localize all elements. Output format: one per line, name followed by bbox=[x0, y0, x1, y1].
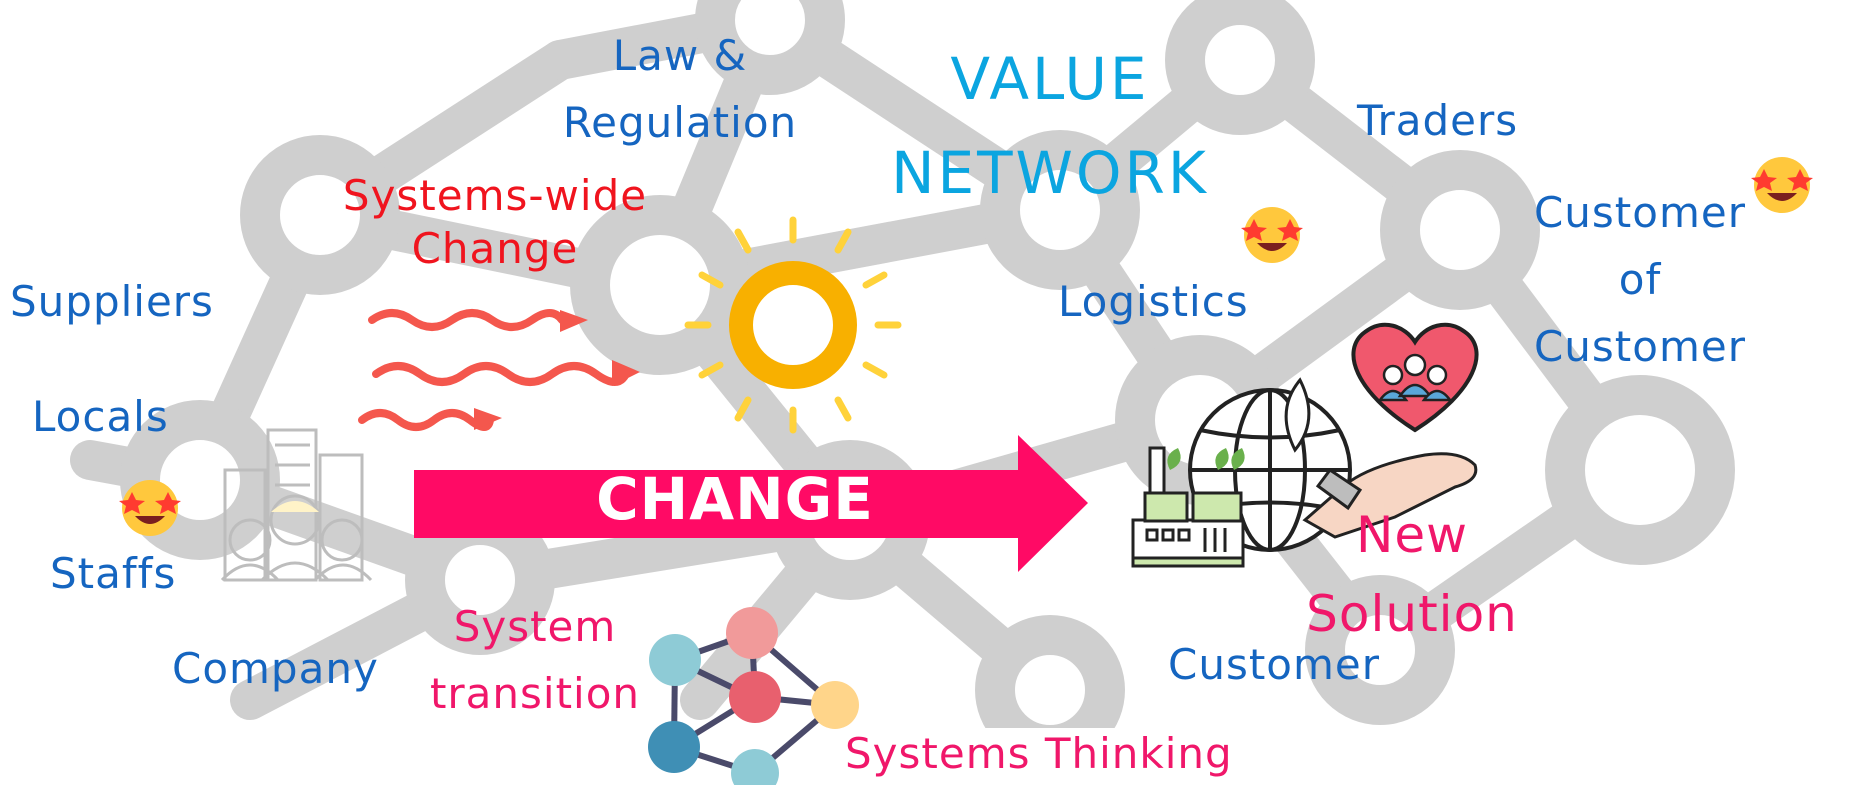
change-arrow-label: CHANGE bbox=[596, 465, 874, 533]
label-locals: Locals bbox=[32, 392, 169, 441]
title-network: NETWORK bbox=[891, 139, 1209, 207]
label-transition: transition bbox=[429, 669, 641, 718]
label-customer: Customer bbox=[1168, 640, 1381, 689]
label-logistics: Logistics bbox=[1058, 277, 1249, 326]
label-customer-of-customer-3: Customer bbox=[1533, 322, 1746, 371]
label-company: Company bbox=[172, 644, 379, 693]
label-customer-of-customer-1: Customer bbox=[1533, 188, 1746, 237]
label-customer-of-customer-2: of bbox=[1618, 255, 1662, 304]
label-law: Law & bbox=[612, 31, 748, 80]
label-new: New bbox=[1355, 506, 1469, 564]
title-value: VALUE bbox=[950, 45, 1150, 113]
label-change: Change bbox=[411, 224, 579, 273]
label-system: System bbox=[453, 602, 617, 651]
label-systems-thinking: Systems Thinking bbox=[845, 729, 1233, 778]
label-solution: Solution bbox=[1306, 585, 1518, 643]
label-traders: Traders bbox=[1357, 96, 1519, 145]
label-regulation: Regulation bbox=[562, 98, 798, 147]
label-suppliers: Suppliers bbox=[10, 277, 214, 326]
label-staffs: Staffs bbox=[50, 549, 177, 598]
label-systems-wide: Systems-wide bbox=[342, 171, 648, 220]
